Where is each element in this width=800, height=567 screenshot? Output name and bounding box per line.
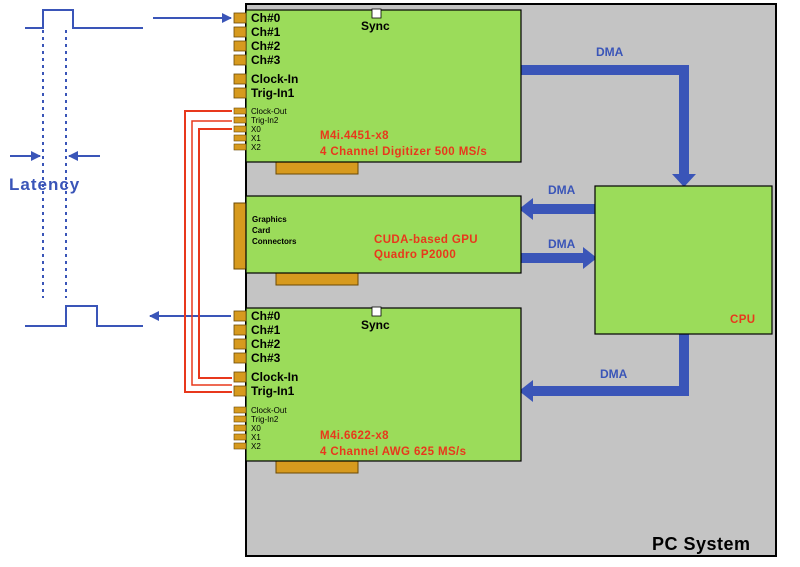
input-pulse-waveform (25, 9, 143, 29)
awg-label-clock-in: Clock-In (251, 370, 298, 384)
cpu-box (594, 185, 773, 335)
gpu-connectors-line-3: Connectors (252, 237, 297, 246)
digitizer-port-trig-in1 (233, 87, 247, 99)
digitizer-port-clock-out (233, 107, 247, 115)
digitizer-sync-label: Sync (361, 19, 390, 33)
digitizer-description: 4 Channel Digitizer 500 MS/s (320, 146, 487, 158)
awg-port-trig-in2 (233, 415, 247, 423)
awg-port-clock-in (233, 371, 247, 383)
awg-label-x2: X2 (251, 442, 261, 451)
awg-sync-label: Sync (361, 318, 390, 332)
awg-label-clock-out: Clock-Out (251, 406, 287, 415)
awg-label-trig-in2: Trig-In2 (251, 415, 279, 424)
awg-port-x1 (233, 433, 247, 441)
digitizer-port-ch3 (233, 54, 247, 66)
digitizer-sync-connector (371, 8, 382, 19)
awg-sync-connector (371, 306, 382, 317)
gpu-display-connectors (233, 202, 247, 270)
gpu-model: Quadro P2000 (374, 249, 456, 261)
digitizer-label-ch3: Ch#3 (251, 53, 281, 67)
awg-label-ch1: Ch#1 (251, 323, 281, 337)
digitizer-label-trig-in2: Trig-In2 (251, 116, 279, 125)
gpu-connectors-line-1: Graphics (252, 215, 287, 224)
digitizer-port-x0 (233, 125, 247, 133)
awg-label-ch2: Ch#2 (251, 337, 281, 351)
pc-system-label: PC System (652, 534, 751, 554)
latency-label: Latency (9, 175, 80, 194)
gpu-edge-connector (275, 272, 359, 286)
digitizer-label-x1: X1 (251, 134, 261, 143)
gpu-card: Graphics Card Connectors CUDA-based GPU … (233, 195, 522, 286)
awg-port-trig-in1 (233, 385, 247, 397)
digitizer-port-trig-in2 (233, 116, 247, 124)
digitizer-label-x2: X2 (251, 143, 261, 152)
digitizer-card: Sync Ch#0 Ch#1 Ch#2 Ch#3 Clock-In Trig-I… (233, 8, 522, 175)
digitizer-label-ch0: Ch#0 (251, 11, 281, 25)
cpu-label: CPU (730, 314, 755, 326)
digitizer-port-ch1 (233, 26, 247, 38)
digitizer-edge-connector (275, 161, 359, 175)
dma-arrow-digitizer-to-cpu (520, 65, 696, 187)
output-pulse-waveform (25, 305, 143, 327)
awg-port-ch1 (233, 324, 247, 336)
digitizer-label-clock-out: Clock-Out (251, 107, 287, 116)
awg-board (245, 307, 522, 462)
gpu-name: CUDA-based GPU (374, 234, 478, 246)
dma-label-cpu-awg: DMA (600, 367, 628, 381)
digitizer-board (245, 9, 522, 163)
gpu-connectors-line-2: Card (252, 226, 270, 235)
dma-label-gpu-cpu: DMA (548, 237, 576, 251)
digitizer-label-ch1: Ch#1 (251, 25, 281, 39)
awg-label-ch3: Ch#3 (251, 351, 281, 365)
awg-port-clock-out (233, 406, 247, 414)
awg-port-ch0 (233, 310, 247, 322)
awg-label-x0: X0 (251, 424, 261, 433)
awg-label-trig-in1: Trig-In1 (251, 384, 295, 398)
awg-label-x1: X1 (251, 433, 261, 442)
awg-port-ch3 (233, 352, 247, 364)
awg-port-x2 (233, 442, 247, 450)
dma-arrow-cpu-to-awg (519, 334, 689, 402)
dma-arrow-cpu-to-gpu (519, 198, 596, 220)
awg-port-x0 (233, 424, 247, 432)
digitizer-port-ch0 (233, 12, 247, 24)
digitizer-port-x2 (233, 143, 247, 151)
digitizer-port-ch2 (233, 40, 247, 52)
gpu-board (245, 195, 522, 274)
clock-trigger-wires (184, 110, 232, 393)
digitizer-label-trig-in1: Trig-In1 (251, 86, 295, 100)
awg-description: 4 Channel AWG 625 MS/s (320, 446, 466, 458)
dma-label-digitizer-cpu: DMA (596, 45, 624, 59)
dma-label-cpu-gpu: DMA (548, 183, 576, 197)
awg-model: M4i.6622-x8 (320, 430, 389, 442)
digitizer-model: M4i.4451-x8 (320, 130, 389, 142)
awg-port-ch2 (233, 338, 247, 350)
digitizer-port-x1 (233, 134, 247, 142)
digitizer-label-ch2: Ch#2 (251, 39, 281, 53)
dma-arrow-gpu-to-cpu (520, 247, 597, 269)
digitizer-port-clock-in (233, 73, 247, 85)
awg-edge-connector (275, 460, 359, 474)
digitizer-label-clock-in: Clock-In (251, 72, 298, 86)
digitizer-label-x0: X0 (251, 125, 261, 134)
awg-label-ch0: Ch#0 (251, 309, 281, 323)
awg-card: Sync Ch#0 Ch#1 Ch#2 Ch#3 Clock-In Trig-I… (233, 306, 522, 474)
